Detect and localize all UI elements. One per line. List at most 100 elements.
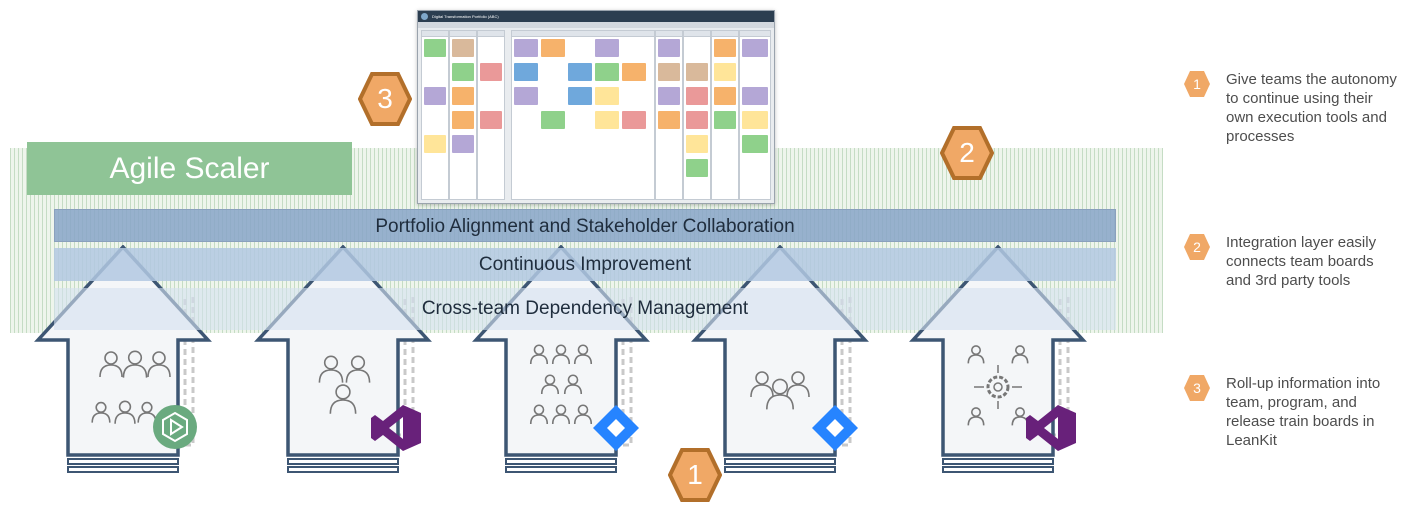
team-group-icon [318,355,371,414]
board-column-header [684,31,710,37]
arrow-base-bar [67,458,179,465]
jira-icon [812,405,858,451]
board-card [541,111,565,129]
board-column [711,30,739,200]
legend-text: Give teams the autonomy to continue usin… [1226,71,1397,145]
board-card [514,39,538,57]
visual-studio-icon [371,405,421,451]
board-card [452,87,474,105]
board-column-header [712,31,738,37]
green-circle-play-icon [153,405,197,449]
layer-continuous-improvement: Continuous Improvement [54,248,1116,281]
legend-text: Integration layer easily connects team b… [1226,234,1377,289]
team-family-icon [91,350,171,424]
board-card [658,39,680,57]
hexagon-icon [358,72,412,126]
legend-hexagon-icon: 3 [1183,374,1211,402]
team-network-gear-icon [967,345,1029,426]
board-card [686,135,708,153]
arrow-base-bar [505,458,617,465]
hexagon-icon [940,126,994,180]
board-toolbar [418,22,774,28]
board-card [686,87,708,105]
layer-portfolio-alignment: Portfolio Alignment and Stakeholder Coll… [54,209,1116,242]
board-column [655,30,683,200]
team-crowd-icon [750,371,810,410]
board-card [452,135,474,153]
arrow-base-bar [287,466,399,473]
board-column-header [512,31,654,37]
leankit-logo-icon [421,13,428,20]
leankit-board-screenshot: Digital Transformation Portfolio (ABC) [417,10,775,204]
board-card [452,111,474,129]
hexagon-icon [668,448,722,502]
board-card [714,87,736,105]
legend-text: Roll-up information into team, program, … [1226,375,1381,449]
board-card [742,87,768,105]
board-card [595,111,619,129]
arrow-base-bar [942,458,1054,465]
board-card [742,39,768,57]
board-columns [421,30,771,200]
arrow-base-bar [67,466,179,473]
agile-scaler-label: Agile Scaler [27,142,352,195]
board-column-header [656,31,682,37]
board-card [658,111,680,129]
board-card [742,135,768,153]
legend-number: 2 [1193,239,1201,255]
board-card [742,111,768,129]
arrow-base-bar [724,458,836,465]
board-card [595,63,619,81]
team-arrow [34,245,212,473]
board-card [686,159,708,177]
board-card [541,39,565,57]
board-column-header [450,31,476,37]
board-card [424,135,446,153]
board-title: Digital Transformation Portfolio (ABC) [432,14,499,19]
board-card [686,63,708,81]
badge-integration-number: 2 [959,137,975,168]
board-card [622,63,646,81]
arrow-base-bar [505,466,617,473]
board-card [424,39,446,57]
board-column [739,30,771,200]
arrow-base-bar [287,458,399,465]
legend-hexagon-icon: 1 [1183,70,1211,98]
team-communication-icon [529,344,593,425]
arrow-base-bar [724,466,836,473]
layer-dependency-management: Cross-team Dependency Management [54,288,1116,330]
badge-board-number: 3 [377,83,393,114]
board-card [480,111,502,129]
board-column-header [422,31,448,37]
jira-icon [593,405,639,451]
board-card [424,87,446,105]
board-card [480,63,502,81]
board-card [568,63,592,81]
board-card [452,63,474,81]
badge-teams: 1 [668,448,722,502]
board-card [514,63,538,81]
board-column-header [478,31,504,37]
board-card [595,39,619,57]
board-card [514,87,538,105]
board-card [595,87,619,105]
arrow-base-bar [942,466,1054,473]
badge-teams-number: 1 [687,459,703,490]
board-card [658,87,680,105]
board-column [449,30,477,200]
board-card [714,111,736,129]
board-card [686,111,708,129]
badge-integration: 2 [940,126,994,180]
board-card [714,63,736,81]
board-card [452,39,474,57]
board-titlebar: Digital Transformation Portfolio (ABC) [418,11,774,22]
legend-number: 3 [1193,380,1201,396]
badge-board: 3 [358,72,412,126]
team-arrow [691,245,869,473]
visual-studio-icon [1026,405,1076,451]
board-card [622,111,646,129]
team-arrow [254,245,432,473]
team-arrow [909,245,1087,473]
board-card [714,39,736,57]
